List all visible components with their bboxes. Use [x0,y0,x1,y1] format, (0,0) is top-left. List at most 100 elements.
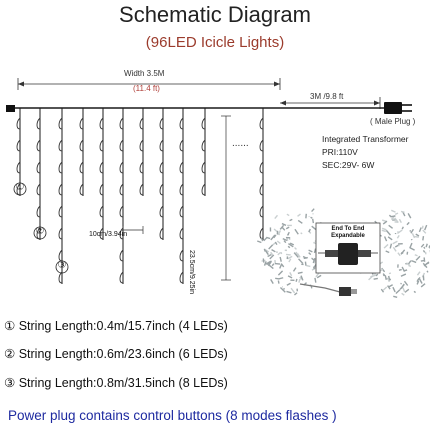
cluster-strand [388,214,392,218]
cluster-strand [269,254,275,260]
cluster-strand [311,225,317,231]
cluster-strand [270,251,273,256]
cluster-strand [276,240,281,245]
cluster-strand [415,255,421,261]
cluster-strand [286,290,292,294]
cluster-strand [290,287,296,294]
cluster-strand [392,246,397,252]
cluster-strand [297,219,303,224]
cluster-strand [401,292,405,296]
cluster-strand [422,229,427,234]
spec-row-3: ③ String Length:0.8m/31.5inch (8 LEDs) [4,375,228,390]
spec-marker-3: ③ [4,376,16,390]
led-bulb [36,183,41,196]
led-bulb [201,161,206,174]
spec-marker-2: ② [4,347,16,361]
spec-marker-1: ① [4,319,16,333]
marker-1-circle [13,182,27,196]
led-bulb [179,117,184,130]
cluster-strand [403,280,409,286]
cluster-strand [394,212,399,215]
cluster-strand [406,262,412,268]
led-bulb [119,271,124,284]
led-bulb [139,183,144,196]
cluster-strand [286,282,291,286]
cluster-strand [278,277,284,280]
cluster-strand [414,254,418,257]
footer-note: Power plug contains control buttons (8 m… [8,408,337,423]
cluster-strand [314,277,317,283]
cluster-strand [264,250,269,256]
cluster-strand [280,263,285,268]
led-bulb [179,205,184,218]
cluster-strand [384,275,387,280]
cluster-strand [277,270,284,276]
cluster-strand [266,236,271,240]
height-label: 23.5cm/9.25in [188,250,195,294]
cluster-strand [294,228,299,235]
cluster-strand [268,244,274,250]
led-bulb [16,161,21,174]
cluster-strand [311,208,315,213]
diagram-subtitle: (96LED Icicle Lights) [145,34,285,51]
cluster-strand [403,269,408,272]
cluster-strand [283,287,286,290]
cluster-strand [388,284,393,288]
cluster-strand [392,240,398,245]
cluster-strand [381,229,386,233]
cluster-strand [281,227,286,231]
cluster-strand [289,272,293,277]
cluster-strand [308,228,311,233]
cluster-strand [289,242,295,246]
spec-text-2: String Length:0.6m/23.6inch (6 LEDs) [18,347,228,361]
led-bulb [259,139,264,152]
cluster-strand [388,224,394,229]
cluster-strand [395,289,401,295]
cluster-strand [383,243,389,249]
cluster-strand [416,280,420,285]
cluster-strand [382,220,388,225]
cluster-plug-icon [339,287,351,296]
led-bulb [119,183,124,196]
cluster-strand [279,224,285,230]
led-bulb [179,271,184,284]
cluster-strand [398,268,402,271]
cluster-strand [387,285,391,290]
cluster-strand [275,277,280,280]
cluster-strand [288,243,294,248]
cluster-strand [413,290,417,294]
cluster-strand [262,258,265,263]
led-bulb [99,117,104,130]
cluster-strand [421,225,424,229]
cluster-strand [311,218,315,224]
cluster-strand [381,267,386,273]
led-bulb [58,183,63,196]
marker-2-circle [33,226,47,240]
cluster-strand [295,278,298,282]
led-bulb [179,183,184,196]
cluster-strand [385,229,391,236]
cluster-strand [396,235,400,239]
cluster-strand [281,222,287,226]
led-bulb [201,139,206,152]
cluster-strand [271,242,277,246]
male-plug-label: ( Male Plug ) [370,117,416,126]
cluster-strand [308,252,312,256]
cluster-strand [270,234,276,241]
led-bulb [119,161,124,174]
width-sub-label: (11.4 ft) [133,84,160,93]
cluster-strand [308,249,313,253]
cluster-strand [381,227,387,231]
marker-2: ② [35,226,45,237]
cluster-strand [287,245,291,249]
led-bulb [79,183,84,196]
marker-1: ① [15,182,25,193]
led-bulb [159,139,164,152]
cluster-strand [306,264,311,268]
cluster-strand [271,263,275,267]
cluster-strand [389,243,393,249]
cluster-strand [298,278,301,283]
end-connector [6,105,15,112]
cluster-strand [279,263,283,269]
